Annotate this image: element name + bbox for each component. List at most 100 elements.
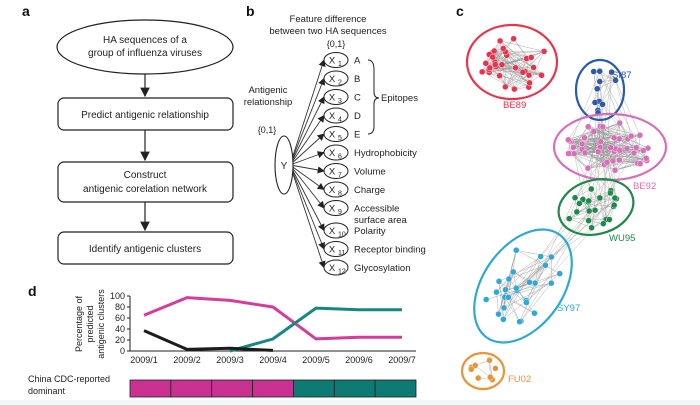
- network-node: [586, 198, 592, 204]
- network-node: [612, 195, 618, 201]
- chart-ylabel-1: Percentage of: [74, 295, 84, 352]
- feature-range-label: {0,1}: [327, 39, 346, 49]
- network-node: [637, 132, 643, 138]
- network-node: [600, 124, 606, 130]
- feature-node-subscript: 6: [338, 154, 342, 161]
- feature-edge: [290, 165, 324, 231]
- network-node: [500, 316, 506, 322]
- chart-ylabel-3: antigenic clusters: [96, 289, 106, 359]
- feature-node-subscript: 1: [338, 61, 342, 68]
- network-node: [597, 195, 603, 201]
- flow-step-predict-text: Predict antigenic relationship: [81, 110, 209, 121]
- feature-node-var: X: [329, 167, 336, 178]
- network-node: [523, 300, 529, 306]
- network-node: [487, 65, 493, 71]
- feature-node-var: X: [329, 56, 336, 67]
- y-tick-label: 0: [120, 346, 125, 356]
- network-node: [600, 101, 606, 107]
- network-node: [475, 375, 481, 381]
- feature-node-var: X: [329, 226, 336, 237]
- flow-start-text-2: group of influenza viruses: [88, 48, 202, 59]
- feature-node: [324, 53, 348, 68]
- feature-label: Hydrophobicity: [354, 148, 417, 159]
- network-node: [595, 149, 601, 155]
- network-node: [500, 46, 506, 52]
- x-tick-label: 2009/4: [259, 355, 287, 365]
- network-node: [585, 124, 591, 130]
- x-tick-label: 2009/2: [173, 355, 201, 365]
- feature-node-subscript: 2: [338, 80, 342, 87]
- network-node: [574, 209, 580, 215]
- feature-node-subscript: 7: [338, 172, 342, 179]
- reported-dominant-bar: [130, 380, 416, 397]
- network-node: [541, 48, 547, 54]
- feature-node-subscript: 12: [338, 269, 346, 276]
- network-node: [526, 279, 532, 285]
- feature-node-subscript: 11: [338, 250, 345, 257]
- feature-label: Glycosylation: [354, 263, 411, 274]
- output-range-label: {0,1}: [258, 125, 277, 135]
- reported-bar-segment: [171, 380, 212, 397]
- network-node: [513, 285, 519, 291]
- network-node: [586, 208, 592, 214]
- panel-label-b: b: [246, 3, 255, 19]
- feature-node: [324, 164, 348, 179]
- feature-node-var: X: [329, 148, 336, 159]
- network-node: [492, 365, 498, 371]
- network-node: [616, 157, 622, 163]
- network-node: [571, 151, 577, 157]
- network-node: [624, 146, 630, 152]
- network-node: [483, 297, 489, 303]
- network-node: [581, 135, 587, 141]
- feature-node-subscript: 3: [338, 98, 342, 105]
- network-link: [508, 297, 534, 313]
- network-node: [576, 200, 582, 206]
- feature-label: E: [354, 130, 360, 141]
- network-node: [594, 86, 600, 92]
- x-tick-label: 2009/3: [216, 355, 244, 365]
- network-node: [589, 225, 595, 231]
- feature-node-var: X: [329, 130, 336, 141]
- network-node: [486, 357, 492, 363]
- network-node: [492, 62, 498, 68]
- network-node: [637, 161, 643, 167]
- x-tick-label: 2009/7: [388, 355, 416, 365]
- panel-label-c: c: [456, 3, 464, 19]
- feature-node: [324, 182, 348, 197]
- network-node: [505, 294, 511, 300]
- flow-step-construct-text-2: antigenic corelation network: [83, 184, 208, 195]
- network-node: [616, 136, 622, 142]
- flow-step-construct: [58, 162, 233, 202]
- panel-label-d: d: [28, 283, 37, 299]
- network-node: [539, 72, 545, 78]
- network-link: [516, 250, 551, 257]
- network-node: [598, 139, 604, 145]
- network-node: [542, 262, 548, 268]
- network-node: [496, 311, 502, 317]
- network-node: [617, 120, 623, 126]
- network-node: [493, 289, 499, 295]
- panel-label-a: a: [22, 3, 30, 19]
- feature-edge: [290, 165, 324, 208]
- feature-node-var: X: [329, 204, 336, 215]
- network-link: [535, 198, 575, 283]
- network-node: [510, 269, 516, 275]
- reported-label-1: China CDC-reported: [28, 374, 110, 384]
- network-node: [511, 36, 517, 42]
- network-node: [566, 216, 572, 222]
- feature-node-var: X: [329, 111, 336, 122]
- feature-node: [324, 127, 348, 142]
- feature-edge: [290, 165, 324, 268]
- reported-bar-segment: [334, 380, 375, 397]
- network-node: [600, 221, 606, 227]
- network-node: [604, 159, 610, 165]
- network-node: [640, 148, 646, 154]
- network-node: [513, 247, 519, 253]
- series-line: [230, 308, 402, 351]
- network-node: [532, 280, 538, 286]
- network-node: [520, 69, 526, 75]
- network-node: [611, 202, 617, 208]
